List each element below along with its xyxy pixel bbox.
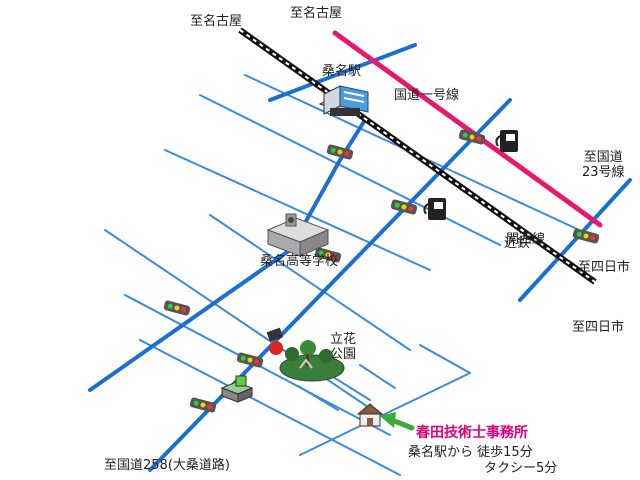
minor-road: [104, 229, 381, 416]
label-access-taxi: タクシー5分: [484, 461, 558, 476]
route1-road: [332, 30, 603, 228]
fruit-sign-icon: [266, 327, 284, 355]
label-route258: 至国道258(大桑道路): [104, 458, 230, 473]
main-road: [518, 178, 632, 302]
label-tachibana-park-line2: 公園: [330, 347, 357, 362]
minor-road: [297, 385, 339, 411]
traffic-light-icon: [236, 352, 264, 368]
minor-road: [359, 364, 396, 389]
traffic-light-icon: [390, 199, 418, 215]
minor-road: [164, 149, 431, 271]
label-to-yokkaichi-right: 至四日市: [578, 260, 631, 275]
label-kuwana-high-school: 桑名高等学校: [260, 254, 339, 269]
shop-building-icon: [220, 375, 254, 403]
label-route23-line2: 23号線: [582, 165, 625, 180]
railway-line: [238, 27, 597, 285]
gas-pump-icon: [423, 198, 446, 220]
traffic-light-icon: [314, 247, 342, 263]
traffic-light-icon: [326, 144, 354, 160]
main-road: [268, 43, 417, 102]
label-access-walk: 桑名駅から 徒歩15分: [408, 445, 533, 460]
house-icon: [356, 403, 384, 427]
gas-pump-icon: [495, 130, 518, 152]
station-building-icon: [318, 85, 370, 116]
minor-road: [209, 214, 411, 351]
traffic-light-icon: [189, 397, 217, 413]
main-road: [148, 98, 512, 472]
label-to-nagoya-right: 至名古屋: [290, 6, 343, 21]
label-to-nagoya-left: 至名古屋: [190, 14, 243, 29]
label-route23: 至国道 23号線: [582, 150, 625, 180]
label-route1: 国道一号線: [394, 88, 460, 103]
traffic-light-icon: [572, 228, 600, 244]
label-office-name: 春田技術士事務所: [416, 425, 528, 441]
minor-road: [299, 372, 471, 456]
arrow-pointer-icon: [380, 412, 415, 431]
minor-road: [329, 374, 371, 401]
school-building-icon: [266, 213, 330, 257]
label-tachibana-park: 立花 公園: [330, 332, 356, 362]
traffic-light-icon: [163, 300, 191, 316]
minor-road: [199, 94, 501, 246]
label-tachibana-park-line1: 立花: [330, 332, 357, 347]
label-route23-line1: 至国道: [583, 150, 623, 165]
label-kintetsu-visible: 近鉄: [504, 236, 531, 251]
main-road: [88, 248, 292, 392]
park-icon: [279, 340, 345, 382]
label-to-yokkaichi-bottom: 至四日市: [572, 320, 625, 335]
label-kuwana-station: 桑名駅: [322, 64, 362, 79]
label-kansai-line: 関西線: [506, 232, 546, 247]
minor-road: [139, 339, 401, 476]
minor-road: [419, 344, 471, 374]
traffic-light-icon: [458, 129, 486, 145]
